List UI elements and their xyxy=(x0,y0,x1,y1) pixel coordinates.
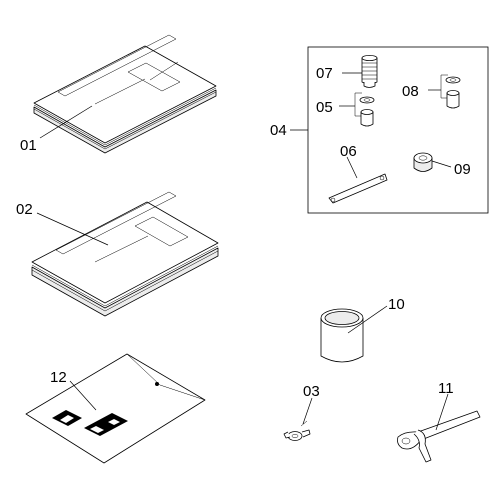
part-02-manual-booklet xyxy=(31,191,219,317)
brand-logo xyxy=(52,410,128,436)
callout-07: 07 xyxy=(316,65,333,82)
part-05-washer-bushing xyxy=(354,92,375,127)
callout-09: 09 xyxy=(454,161,471,178)
callout-01: 01 xyxy=(20,137,37,154)
callout-02: 02 xyxy=(16,201,33,218)
part-10-cup-sleeve xyxy=(320,308,364,363)
part-06-bracket-plate xyxy=(328,173,388,204)
callout-05: 05 xyxy=(316,99,333,116)
leader-lines xyxy=(36,72,452,431)
callout-labels: 01 02 12 04 07 05 08 06 09 10 03 11 xyxy=(16,65,471,400)
part-03-clamp xyxy=(283,420,311,441)
callout-04: 04 xyxy=(270,122,287,139)
part-04-kit-frame xyxy=(307,46,489,214)
callout-10: 10 xyxy=(388,296,405,313)
part-08-washer-bushing xyxy=(440,74,461,109)
callout-11: 11 xyxy=(438,380,454,397)
callout-03: 03 xyxy=(303,383,320,400)
callout-06: 06 xyxy=(340,143,357,160)
part-09-nut xyxy=(413,152,433,172)
part-12-document-bag xyxy=(25,353,206,464)
callout-12: 12 xyxy=(50,369,67,386)
part-07-threaded-plug xyxy=(361,55,378,88)
callout-08: 08 xyxy=(402,83,419,100)
part-01-manual-booklet xyxy=(33,34,217,154)
part-11-spanner-wrench xyxy=(397,410,481,463)
